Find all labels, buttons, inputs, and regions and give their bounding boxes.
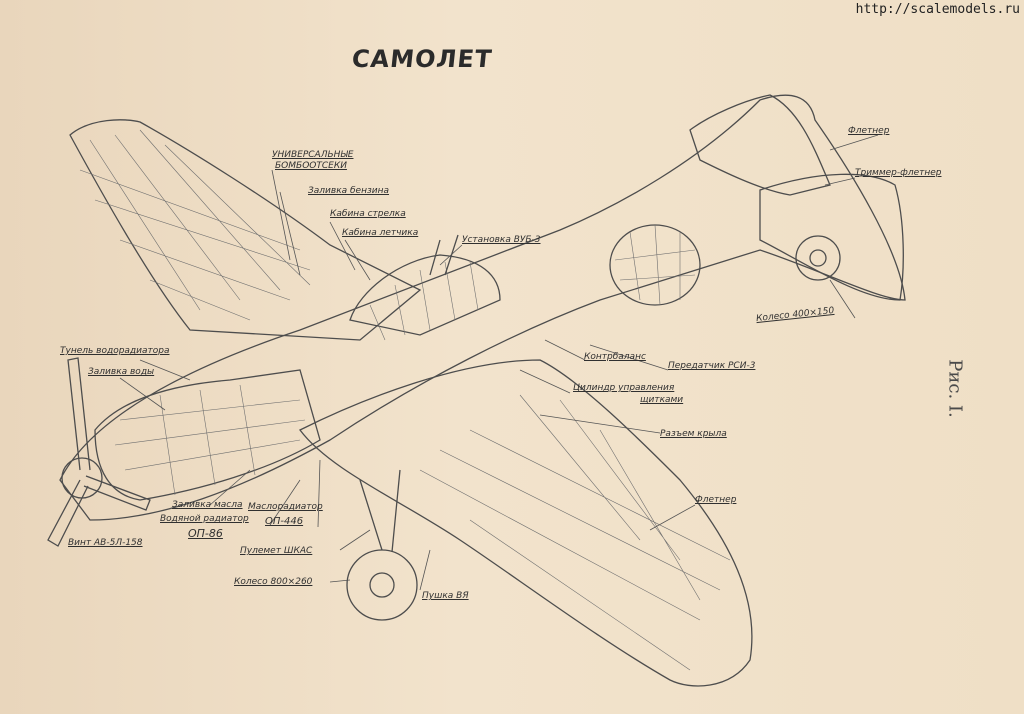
tail-wheel [795, 235, 841, 281]
main-wheel-hub [369, 572, 395, 598]
label-op86: ОП-86 [188, 527, 223, 540]
label-oil-filler: Заливка масла [172, 500, 243, 510]
label-bomb-bays-line1: УНИВЕРСАЛЬНЫЕ [272, 150, 354, 160]
label-water-radiator: Водяной радиатор [160, 514, 249, 524]
label-cannon: Пушка ВЯ [422, 591, 469, 601]
label-oil-radiator: Маслорадиатор [248, 502, 323, 512]
vertical-tail [689, 94, 831, 196]
fuselage-outline [59, 94, 906, 521]
label-propeller: Винт АВ-5Л-158 [68, 538, 143, 548]
fuselage-frame-grid [614, 224, 696, 306]
label-flap-cylinder-line1: Цилиндр управления [573, 383, 675, 393]
watermark-url[interactable]: http://scalemodels.ru [855, 2, 1020, 17]
label-trim-flettner: Триммер-флетнер [855, 168, 942, 178]
label-main-wheel: Колесо 800×260 [234, 577, 313, 587]
canopy-outline [349, 254, 501, 336]
left-wing-outline [69, 119, 422, 341]
label-op446: ОП-446 [265, 516, 304, 527]
label-wing-joint: Разъем крыла [660, 429, 727, 439]
label-gunner-cabin: Кабина стрелка [330, 209, 406, 219]
main-wheel [346, 549, 418, 621]
label-radiator-tunnel: Тунель водорадиатора [60, 346, 170, 356]
horizontal-tail [759, 173, 904, 301]
label-flettner-wing: Флетнер [695, 495, 737, 505]
label-vub3: Установка ВУБ-3 [462, 235, 541, 245]
leader-lines [119, 134, 879, 591]
propeller-hub [61, 457, 103, 499]
label-flap-cylinder-line2: щитками [640, 395, 684, 405]
fuselage-frame-window [609, 224, 701, 306]
label-flettner-tail: Флетнер [848, 126, 890, 136]
left-wing-grid [79, 129, 311, 321]
label-fuel-filler: Заливка бензина [308, 186, 390, 196]
tail-wheel-hub [809, 249, 827, 267]
propeller-blades [47, 357, 151, 547]
label-rsi3: Передатчик РСИ-3 [668, 361, 756, 371]
label-water-filler: Заливка воды [88, 367, 155, 377]
label-counterbalance: Контрбаланс [584, 352, 646, 362]
main-gear-strut [359, 469, 401, 553]
label-bomb-bays-line2: БОМБООТСЕКИ [275, 161, 347, 171]
engine-details [114, 384, 306, 496]
label-shkas: Пулемет ШКАС [240, 546, 313, 556]
engine-block [94, 369, 321, 501]
label-pilot-cabin: Кабина летчика [342, 228, 419, 238]
right-wing-grid [419, 394, 731, 671]
right-wing-outline [299, 359, 753, 687]
canopy-frames [369, 261, 479, 341]
